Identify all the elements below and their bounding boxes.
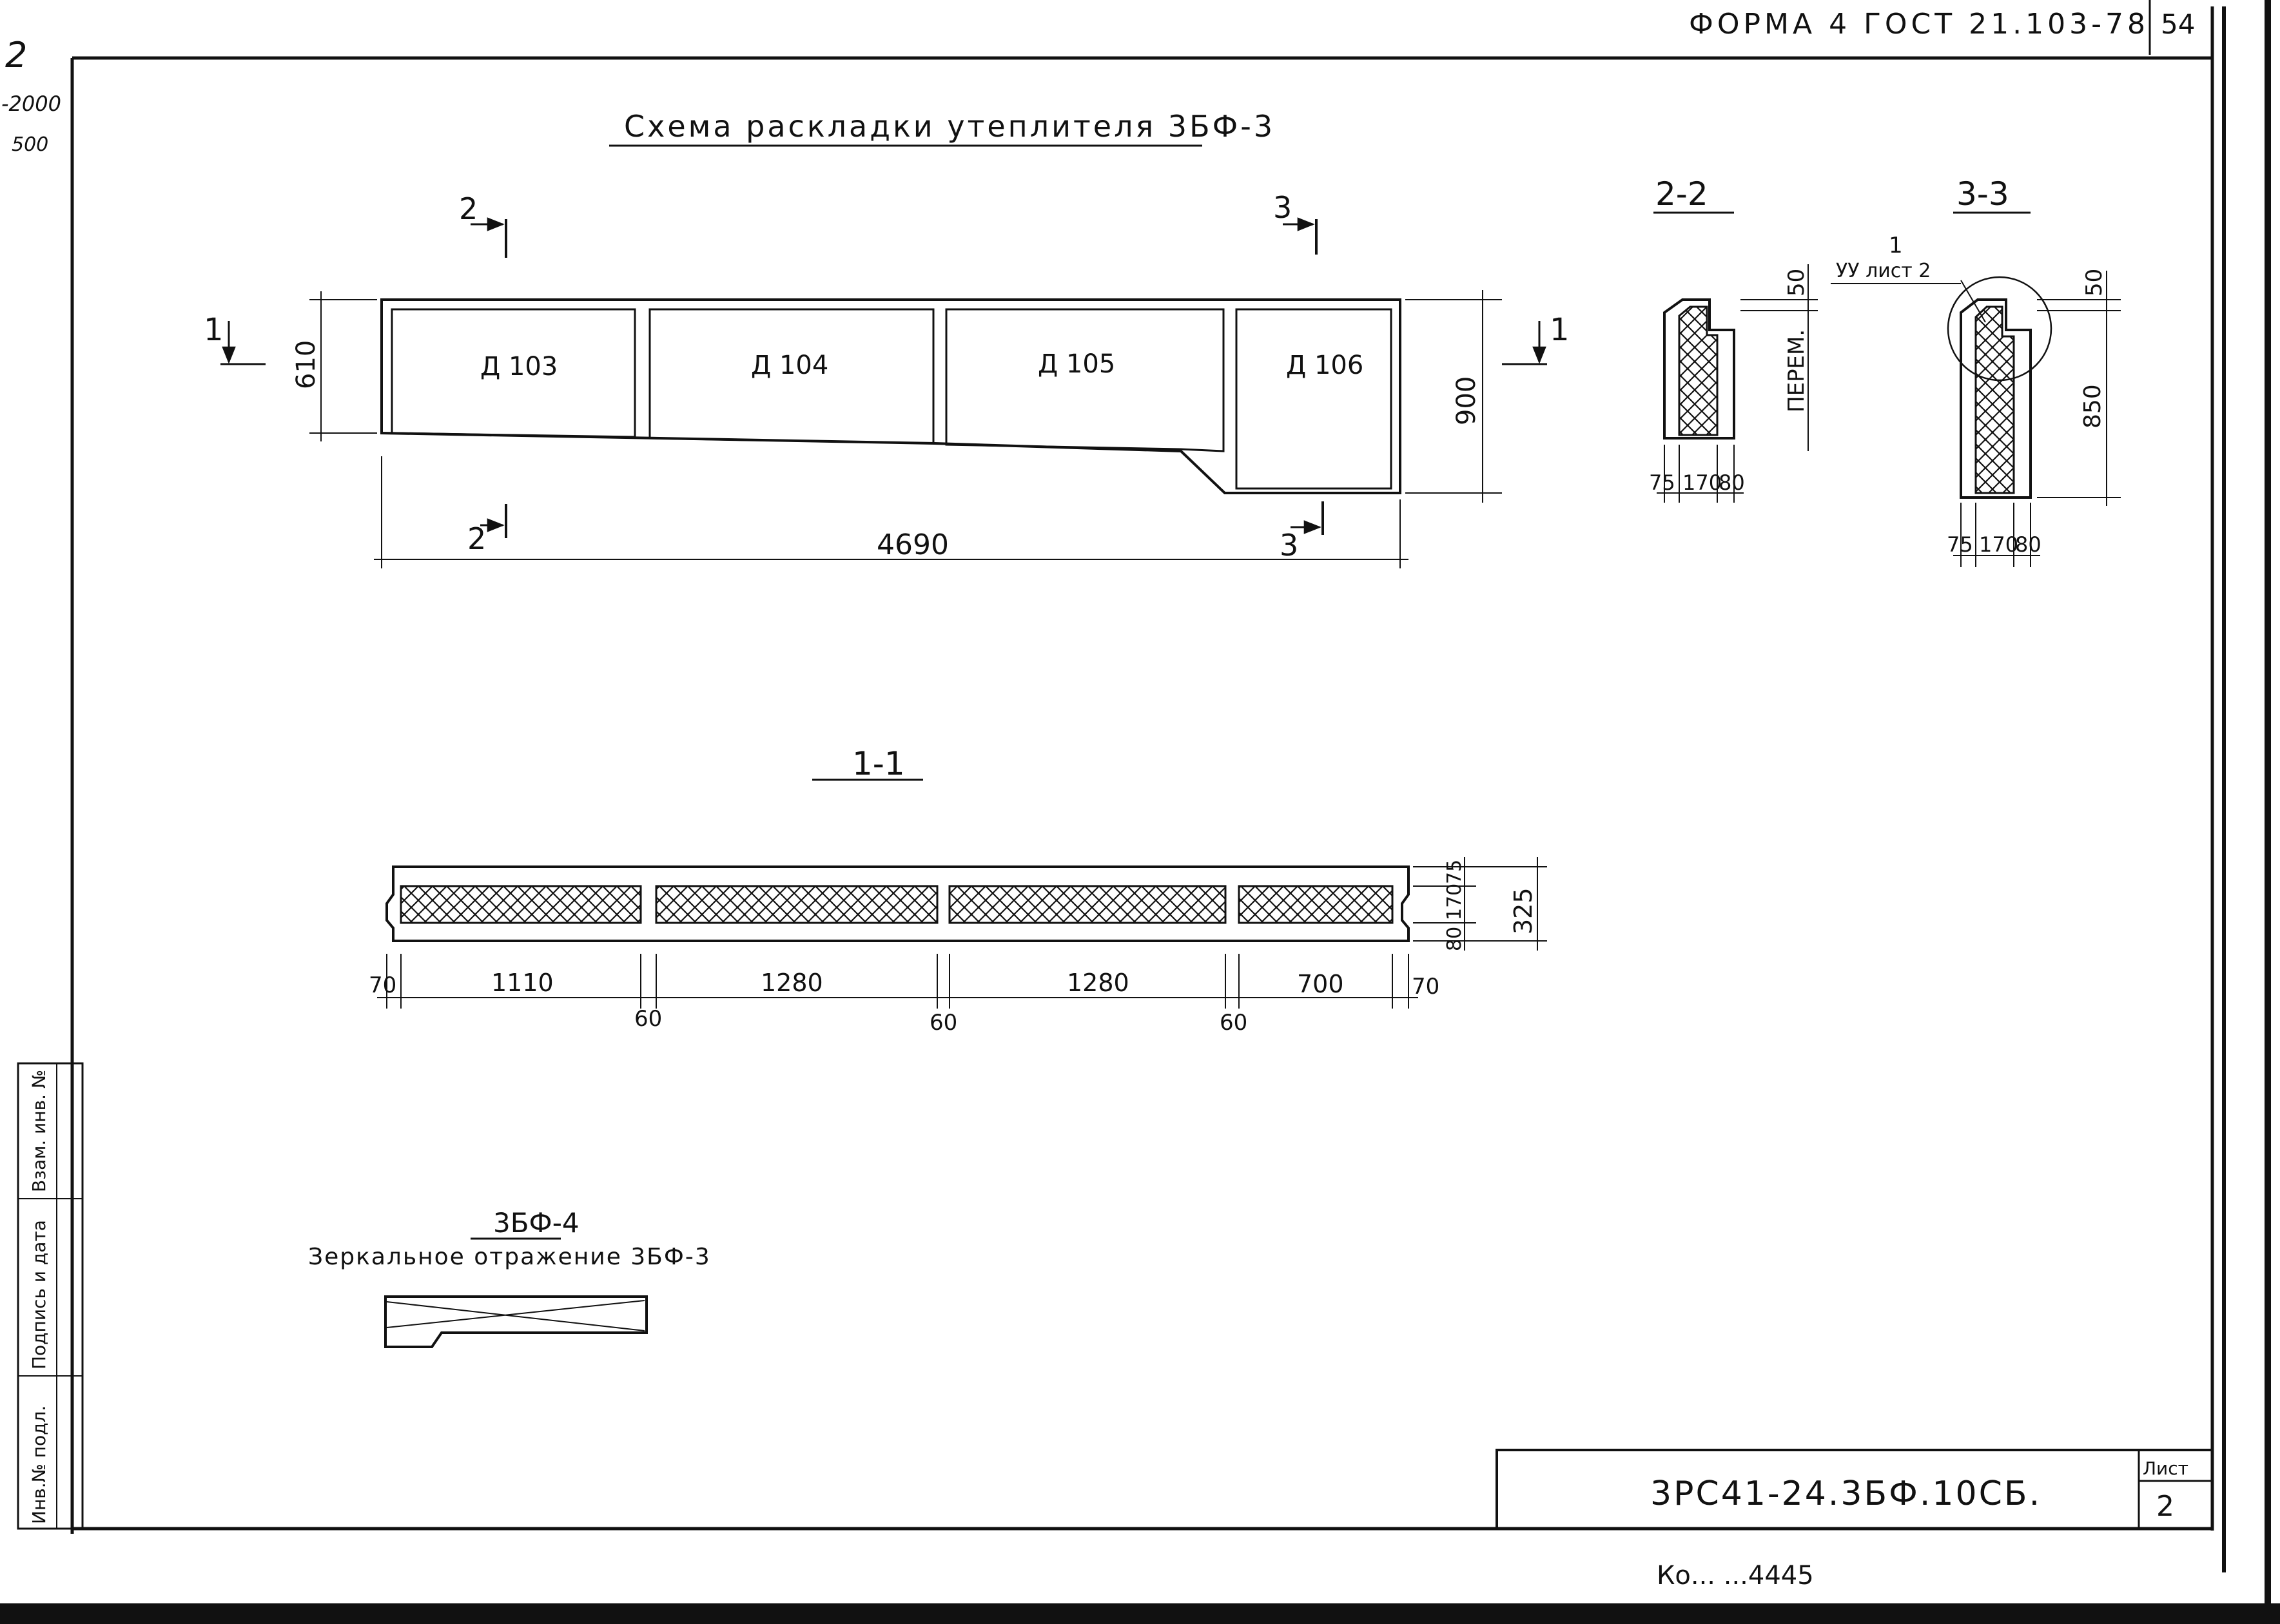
section-1-1-gap-60-a: 60 bbox=[634, 1006, 662, 1032]
dim-plan-height-right: 900 bbox=[1452, 376, 1481, 425]
corner-mark: 2 bbox=[5, 35, 27, 75]
stamp-vzam-inv: Взам. инв. № bbox=[28, 1070, 50, 1192]
form-label: ФОРМА 4 ГОСТ 21.103-78 bbox=[1689, 8, 2149, 41]
section-1-1-dim-1280-b: 1280 bbox=[1067, 969, 1129, 997]
section-3-3-callout-number: 1 bbox=[1889, 233, 1903, 258]
plan-view: Д 103 Д 104 Д 105 Д 106 610 900 4690 1 1… bbox=[204, 190, 1570, 568]
insulation-block-2 bbox=[655, 885, 939, 924]
section-2-2-dim-170: 170 bbox=[1682, 470, 1722, 495]
section-1-1-gap-60-b: 60 bbox=[930, 1010, 957, 1036]
section-3-3-dim-170: 170 bbox=[1979, 532, 2018, 557]
section-1-1-dim-170: 170 bbox=[1443, 884, 1466, 920]
section-mark-2-top: 2 bbox=[459, 191, 478, 226]
insulation-block-3 bbox=[948, 885, 1227, 924]
section-2-2-dim-top: 50 bbox=[1784, 269, 1809, 296]
section-2-2-dim-75: 75 bbox=[1649, 470, 1675, 495]
section-1-1-dim-1280-a: 1280 bbox=[761, 969, 823, 997]
mirror-note-title: 3БФ-4 bbox=[493, 1207, 580, 1239]
section-2-2-dim-80: 80 bbox=[1719, 470, 1745, 495]
section-3-3-title: 3-3 bbox=[1956, 175, 2009, 213]
section-3-3-callout-ref: УУ лист 2 bbox=[1836, 260, 1931, 282]
section-1-1-dim-70-left: 70 bbox=[369, 972, 396, 998]
designation: 3РС41-24.3БФ.10СБ. bbox=[1650, 1474, 2041, 1513]
section-1-1-gap-60-c: 60 bbox=[1220, 1010, 1247, 1036]
section-3-3: 3-3 1 УУ лист 2 50 850 75 170 80 bbox=[1831, 175, 2121, 567]
section-1-1-dim-80: 80 bbox=[1443, 927, 1466, 951]
section-3-3-dim-75: 75 bbox=[1947, 532, 1973, 557]
section-2-2-vertical-label: ПЕРЕМ. bbox=[1784, 329, 1809, 412]
stamp-inv-podl: Инв.№ подл. bbox=[28, 1406, 50, 1524]
insulation-label-d105: Д 105 bbox=[1038, 349, 1115, 379]
section-2-2: 2-2 50 ПЕРЕМ. 75 170 80 bbox=[1649, 175, 1818, 503]
mirror-note: 3БФ-4 Зеркальное отражение 3БФ-3 bbox=[308, 1207, 711, 1348]
section-1-1-title: 1-1 bbox=[852, 745, 905, 782]
margin-note-1: -2000 bbox=[1, 92, 61, 116]
section-1-1-dim-325: 325 bbox=[1509, 887, 1537, 934]
section-mark-3-top: 3 bbox=[1273, 190, 1292, 225]
insulation-label-d106: Д 106 bbox=[1286, 351, 1363, 380]
insulation-block-4 bbox=[1238, 885, 1394, 924]
insulation-label-d104: Д 104 bbox=[751, 351, 828, 380]
section-1-1-dim-70-right: 70 bbox=[1412, 974, 1439, 1000]
header: ФОРМА 4 ГОСТ 21.103-78 54 2 -2000 500 Ко… bbox=[1, 0, 2195, 1590]
section-1-1-dim-700: 700 bbox=[1297, 970, 1344, 998]
sheet-label: Лист bbox=[2143, 1458, 2188, 1479]
insulation-label-d103: Д 103 bbox=[480, 352, 558, 382]
section-1-1-dim-1110: 1110 bbox=[491, 969, 554, 997]
title-block: 3РС41-24.3БФ.10СБ. Лист 2 bbox=[1496, 1449, 2214, 1530]
drawing-title-group: Схема раскладки утеплителя 3БФ-3 bbox=[609, 109, 1275, 147]
section-2-2-title: 2-2 bbox=[1655, 175, 1708, 213]
section-1-1-dim-75: 75 bbox=[1443, 860, 1466, 884]
dim-plan-height-left: 610 bbox=[291, 340, 321, 389]
drawing-title: Схема раскладки утеплителя 3БФ-3 bbox=[624, 109, 1275, 144]
bottom-cut-text: Ко... ...4445 bbox=[1657, 1561, 1814, 1590]
dim-plan-length: 4690 bbox=[877, 528, 949, 561]
section-mark-3-bottom: 3 bbox=[1280, 528, 1298, 563]
stamp-podpis-data: Подпись и дата bbox=[28, 1220, 50, 1369]
section-mark-1-left: 1 bbox=[204, 312, 224, 348]
section-mark-2-bottom: 2 bbox=[467, 521, 486, 556]
margin-note-2: 500 bbox=[12, 133, 48, 156]
section-3-3-dim-height: 850 bbox=[2080, 384, 2106, 429]
sheet-number: 2 bbox=[2156, 1490, 2174, 1523]
section-mark-1-right: 1 bbox=[1550, 312, 1570, 348]
mirror-note-text: Зеркальное отражение 3БФ-3 bbox=[308, 1244, 711, 1270]
section-3-3-dim-80: 80 bbox=[2015, 532, 2041, 557]
section-1-1: 1-1 75 170 80 325 bbox=[369, 745, 1547, 1036]
page-number: 54 bbox=[2161, 8, 2195, 40]
section-3-3-dim-top: 50 bbox=[2081, 269, 2107, 296]
insulation-block-1 bbox=[400, 885, 642, 924]
left-stamp: Инв.№ подл. Подпись и дата Взам. инв. № bbox=[17, 1062, 84, 1530]
